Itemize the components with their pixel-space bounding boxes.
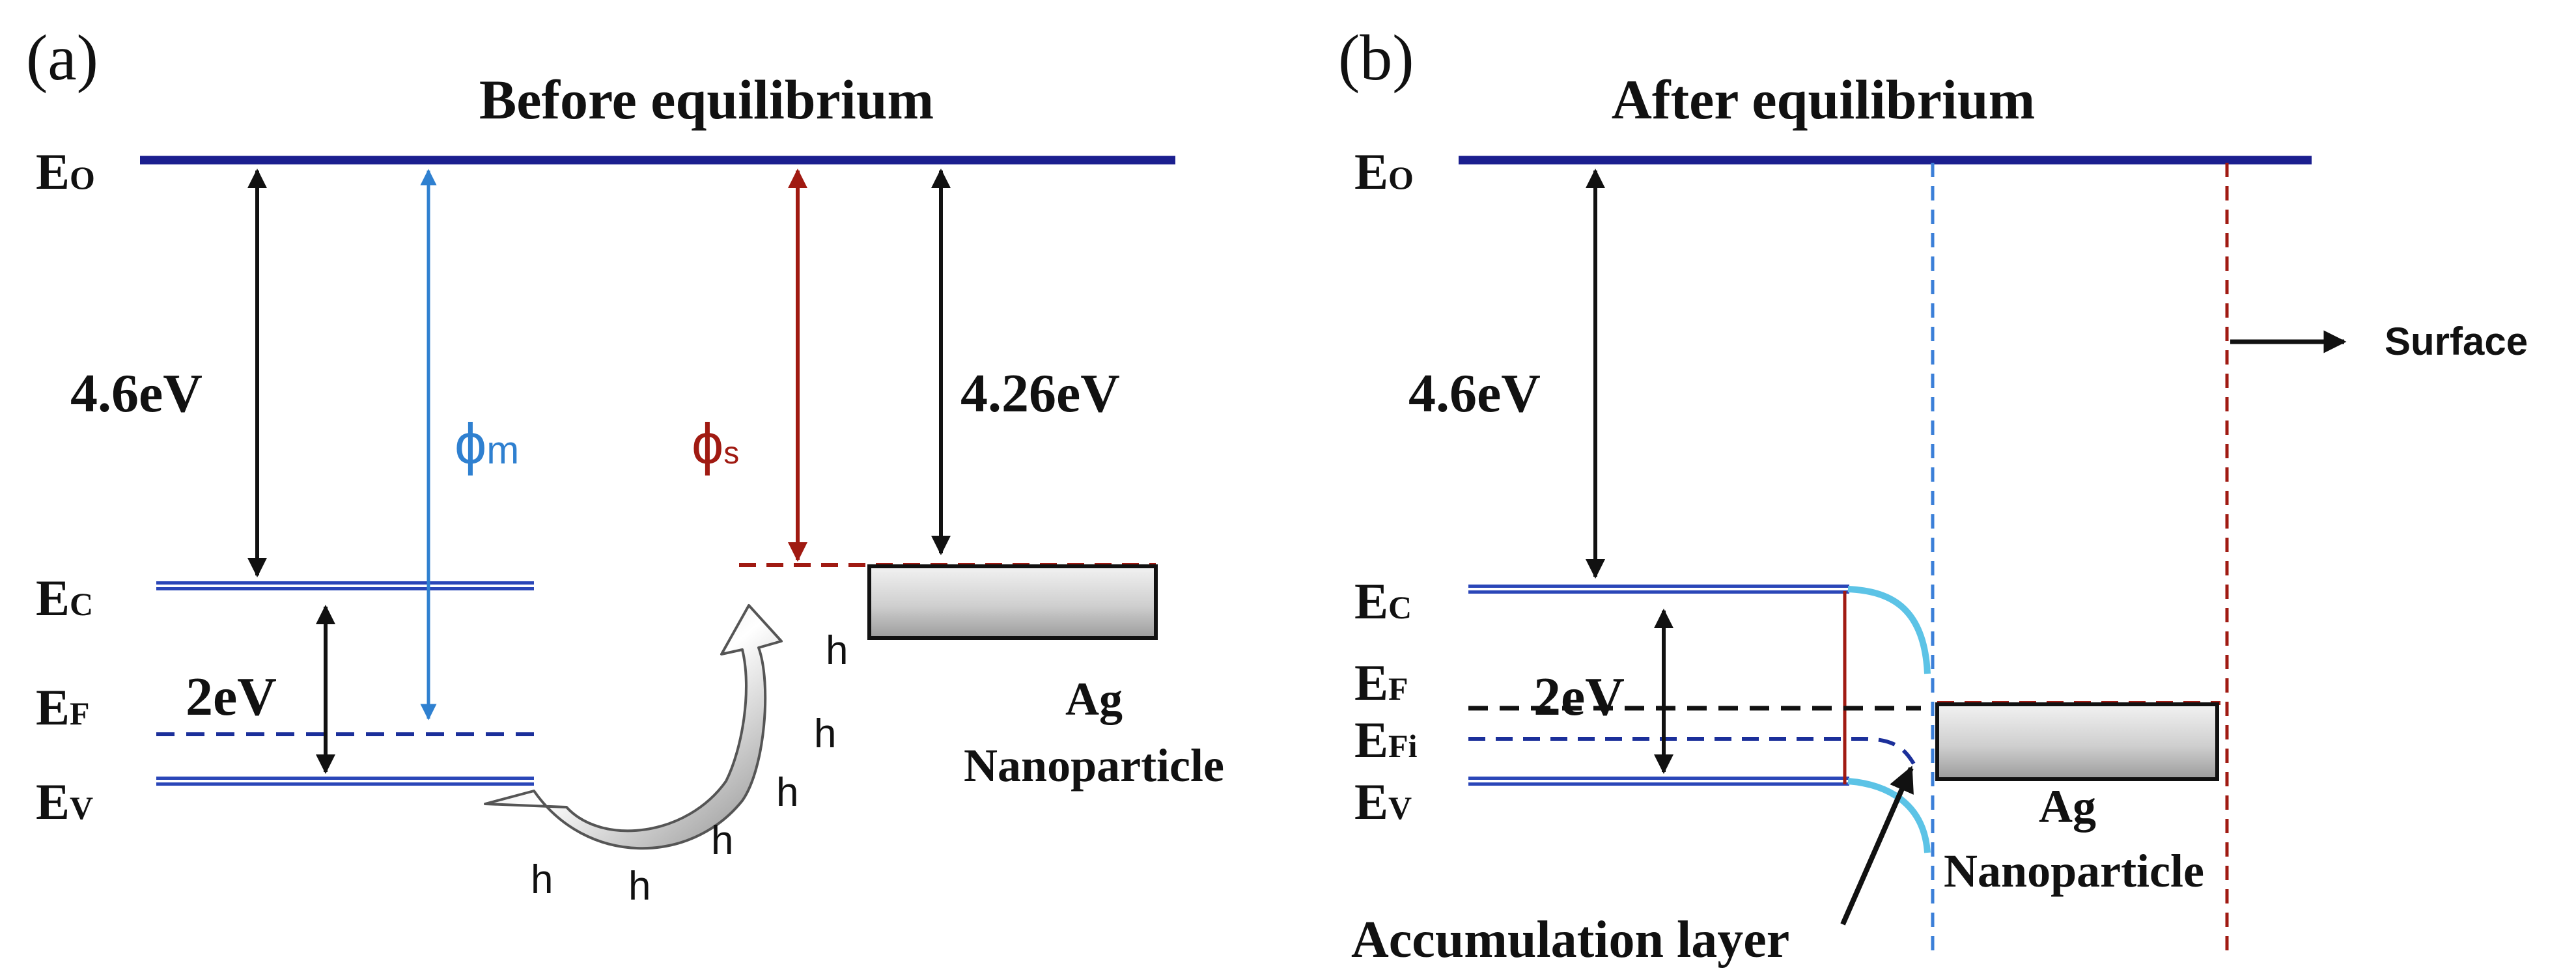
label-ef: EF bbox=[36, 679, 90, 736]
hole-symbol: h bbox=[776, 770, 798, 815]
phi-s-label: ϕs bbox=[692, 411, 739, 476]
hole-symbol: h bbox=[814, 711, 836, 756]
ag-work-function-value: 4.26eV bbox=[960, 363, 1120, 424]
label-ev: EV bbox=[36, 773, 93, 830]
label-ef: EF bbox=[1354, 654, 1408, 711]
label-ec: EC bbox=[36, 570, 93, 626]
panel-b-title: After equilibrium bbox=[1612, 68, 2036, 131]
phi-m-label: ϕm bbox=[455, 411, 519, 476]
hole-symbol: h bbox=[826, 628, 848, 673]
hole-symbol: h bbox=[628, 864, 651, 909]
accumulation-layer-arrow bbox=[1840, 765, 1914, 926]
panel-b: (b) After equilibrium EO EC EF EFi EV Su… bbox=[1338, 21, 2528, 969]
panel-b-label: (b) bbox=[1338, 21, 1414, 94]
label-ec: EC bbox=[1354, 573, 1412, 629]
hole-transfer-arrow bbox=[484, 604, 783, 850]
hole-symbol: h bbox=[711, 818, 733, 863]
label-eo: EO bbox=[1354, 143, 1414, 200]
label-efi: EFi bbox=[1354, 711, 1418, 768]
valence-band-bending bbox=[1847, 778, 1931, 853]
label-ev: EV bbox=[1354, 773, 1412, 830]
ag-label: Ag bbox=[1065, 673, 1123, 725]
nanoparticle-label: Nanoparticle bbox=[1944, 845, 2204, 897]
surface-label: Surface bbox=[2385, 320, 2528, 363]
band-gap-value: 2eV bbox=[1533, 667, 1625, 727]
panel-a: (a) Before equilibrium EO EC EF EV 4.6eV… bbox=[26, 21, 1224, 909]
band-gap-value: 2eV bbox=[186, 667, 277, 727]
conduction-band-bending bbox=[1847, 586, 1931, 674]
ag-nanoparticle-block bbox=[867, 564, 1158, 640]
accumulation-layer-label: Accumulation layer bbox=[1351, 911, 1789, 969]
hole-symbol: h bbox=[531, 857, 553, 902]
work-function-value: 4.6eV bbox=[1408, 363, 1541, 424]
panel-a-title: Before equilibrium bbox=[479, 68, 934, 131]
panel-a-label: (a) bbox=[26, 21, 98, 94]
holes: h h h h h h bbox=[531, 628, 848, 909]
ag-label: Ag bbox=[2039, 780, 2096, 833]
label-eo: EO bbox=[36, 143, 95, 200]
nanoparticle-label: Nanoparticle bbox=[964, 739, 1224, 792]
work-function-value: 4.6eV bbox=[70, 363, 203, 424]
ag-nanoparticle-block bbox=[1935, 702, 2219, 781]
intrinsic-fermi-level-line bbox=[1468, 737, 1916, 766]
